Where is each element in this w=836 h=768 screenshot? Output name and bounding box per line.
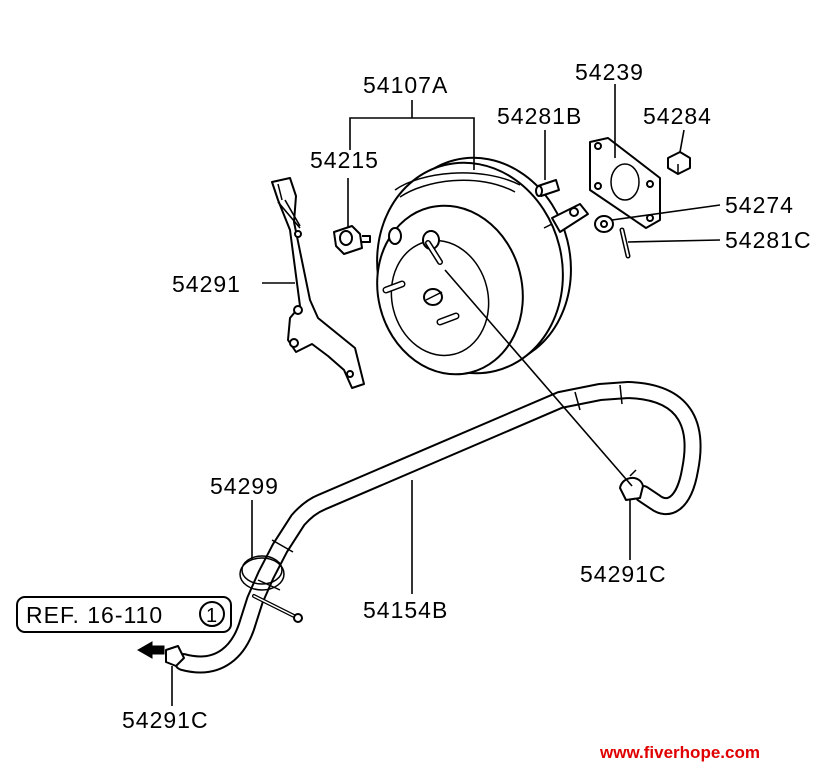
label-hose-clip-left: 54291C	[122, 707, 209, 733]
watermark[interactable]: www.fiverhope.com	[599, 743, 760, 762]
reference-circle	[199, 601, 225, 627]
label-booster: 54107A	[363, 72, 448, 98]
nut-part	[667, 151, 691, 175]
label-hose-clamp: 54299	[210, 473, 279, 499]
label-hose-clip-right: 54291C	[580, 561, 667, 587]
grommet-part	[333, 225, 371, 255]
vacuum-hose	[174, 381, 702, 674]
washer-part	[594, 215, 614, 233]
label-gasket-top: 54239	[575, 59, 644, 85]
label-washer: 54274	[725, 192, 794, 218]
leader-lines	[136, 84, 721, 706]
gasket-plate-part	[589, 137, 661, 229]
label-check-valve-nut: 54215	[310, 147, 379, 173]
label-clevis-pin: 54281B	[497, 103, 582, 129]
hose-clip-left-part	[165, 645, 185, 667]
reference-circle-number: 1	[206, 605, 218, 627]
label-nut: 54284	[643, 103, 712, 129]
label-bracket: 54291	[172, 271, 241, 297]
clevis-pin-part	[535, 179, 560, 197]
label-vacuum-hose: 54154B	[363, 597, 448, 623]
hose-clip-right-part	[619, 469, 644, 501]
reference-text: REF. 16-110	[26, 602, 163, 628]
brake-booster	[376, 156, 589, 376]
cotter-pin-part	[619, 227, 631, 259]
label-cotter-pin: 54281C	[725, 227, 812, 253]
hose-clamp-part	[239, 555, 303, 623]
reference-box[interactable]: REF. 16-110 1	[16, 596, 232, 633]
